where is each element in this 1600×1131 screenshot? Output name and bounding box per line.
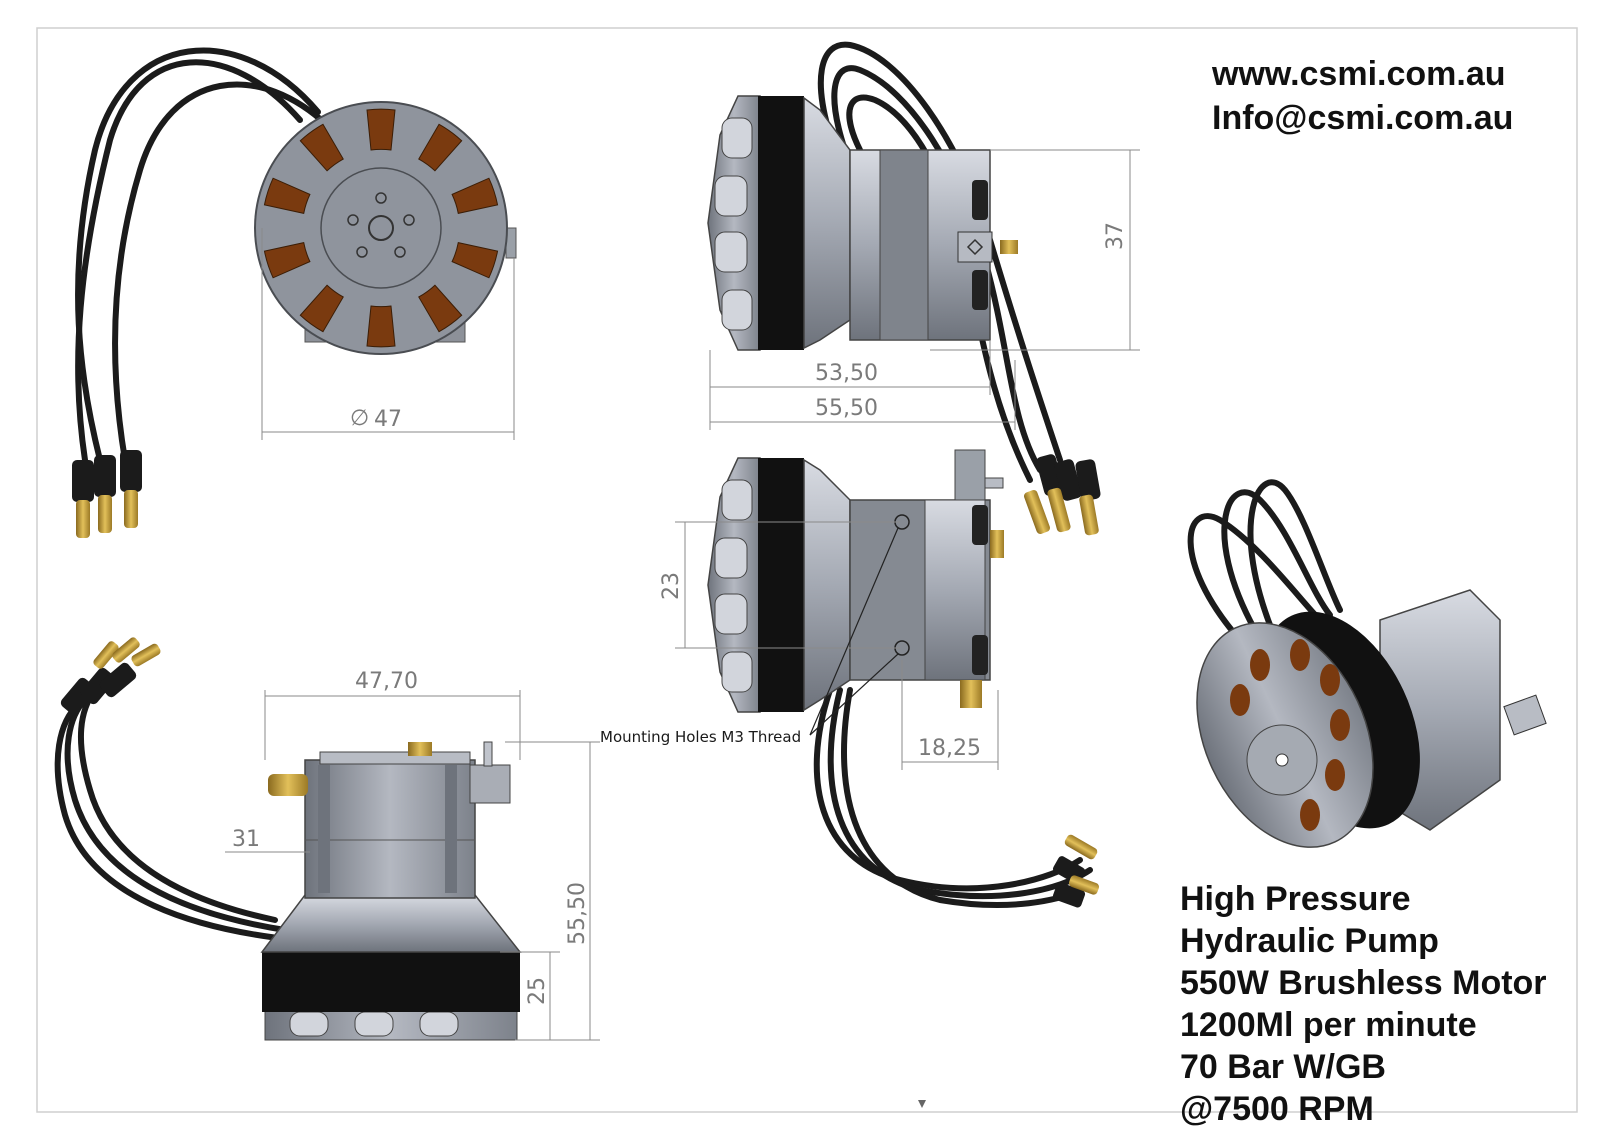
copper-windings	[263, 108, 499, 348]
dim-width-4770: 47,70	[355, 669, 418, 694]
spec-block: High Pressure Hydraulic Pump 550W Brushl…	[1180, 878, 1547, 1130]
spec-line: Hydraulic Pump	[1180, 922, 1439, 960]
dim-length-5350: 53,50	[815, 361, 878, 386]
dim-height-37: 37	[1103, 222, 1128, 250]
side-view: 53,50 55,50 37	[707, 41, 1140, 536]
spec-line: 550W Brushless Motor	[1180, 964, 1547, 1002]
dim-length-5550: 55,50	[815, 396, 878, 421]
spec-line: High Pressure	[1180, 880, 1411, 918]
elevation-view: 47,70 31 25 55,50	[54, 637, 600, 1041]
diameter-symbol: ∅	[350, 406, 369, 431]
mounting-holes-note: Mounting Holes M3 Thread	[600, 728, 801, 746]
dim-height-25: 25	[525, 977, 550, 1005]
motor-band	[758, 96, 804, 350]
email-text: Info@csmi.com.au	[1212, 99, 1514, 137]
spec-line: 1200Ml per minute	[1180, 1006, 1477, 1044]
isometric-view	[1187, 479, 1547, 848]
spec-line: @7500 RPM	[1180, 1090, 1374, 1128]
spec-line: 70 Bar W/GB	[1180, 1048, 1386, 1086]
dim-side-31: 31	[232, 827, 260, 852]
front-view: ∅ 47	[72, 47, 517, 538]
dim-diameter: 47	[374, 407, 402, 432]
dim-spacing-23: 23	[659, 572, 684, 600]
rear-view: 23 18,25 Mounting Holes M3 Thread	[600, 449, 1100, 909]
sheet-border	[36, 27, 1578, 1113]
dim-height-5550: 55,50	[565, 882, 590, 945]
contact-block: www.csmi.com.au Info@csmi.com.au	[1212, 52, 1513, 140]
dim-offset-1825: 18,25	[918, 736, 981, 761]
website-text: www.csmi.com.au	[1212, 55, 1506, 93]
wire-connectors-front	[72, 450, 142, 538]
center-mark	[918, 1100, 926, 1108]
